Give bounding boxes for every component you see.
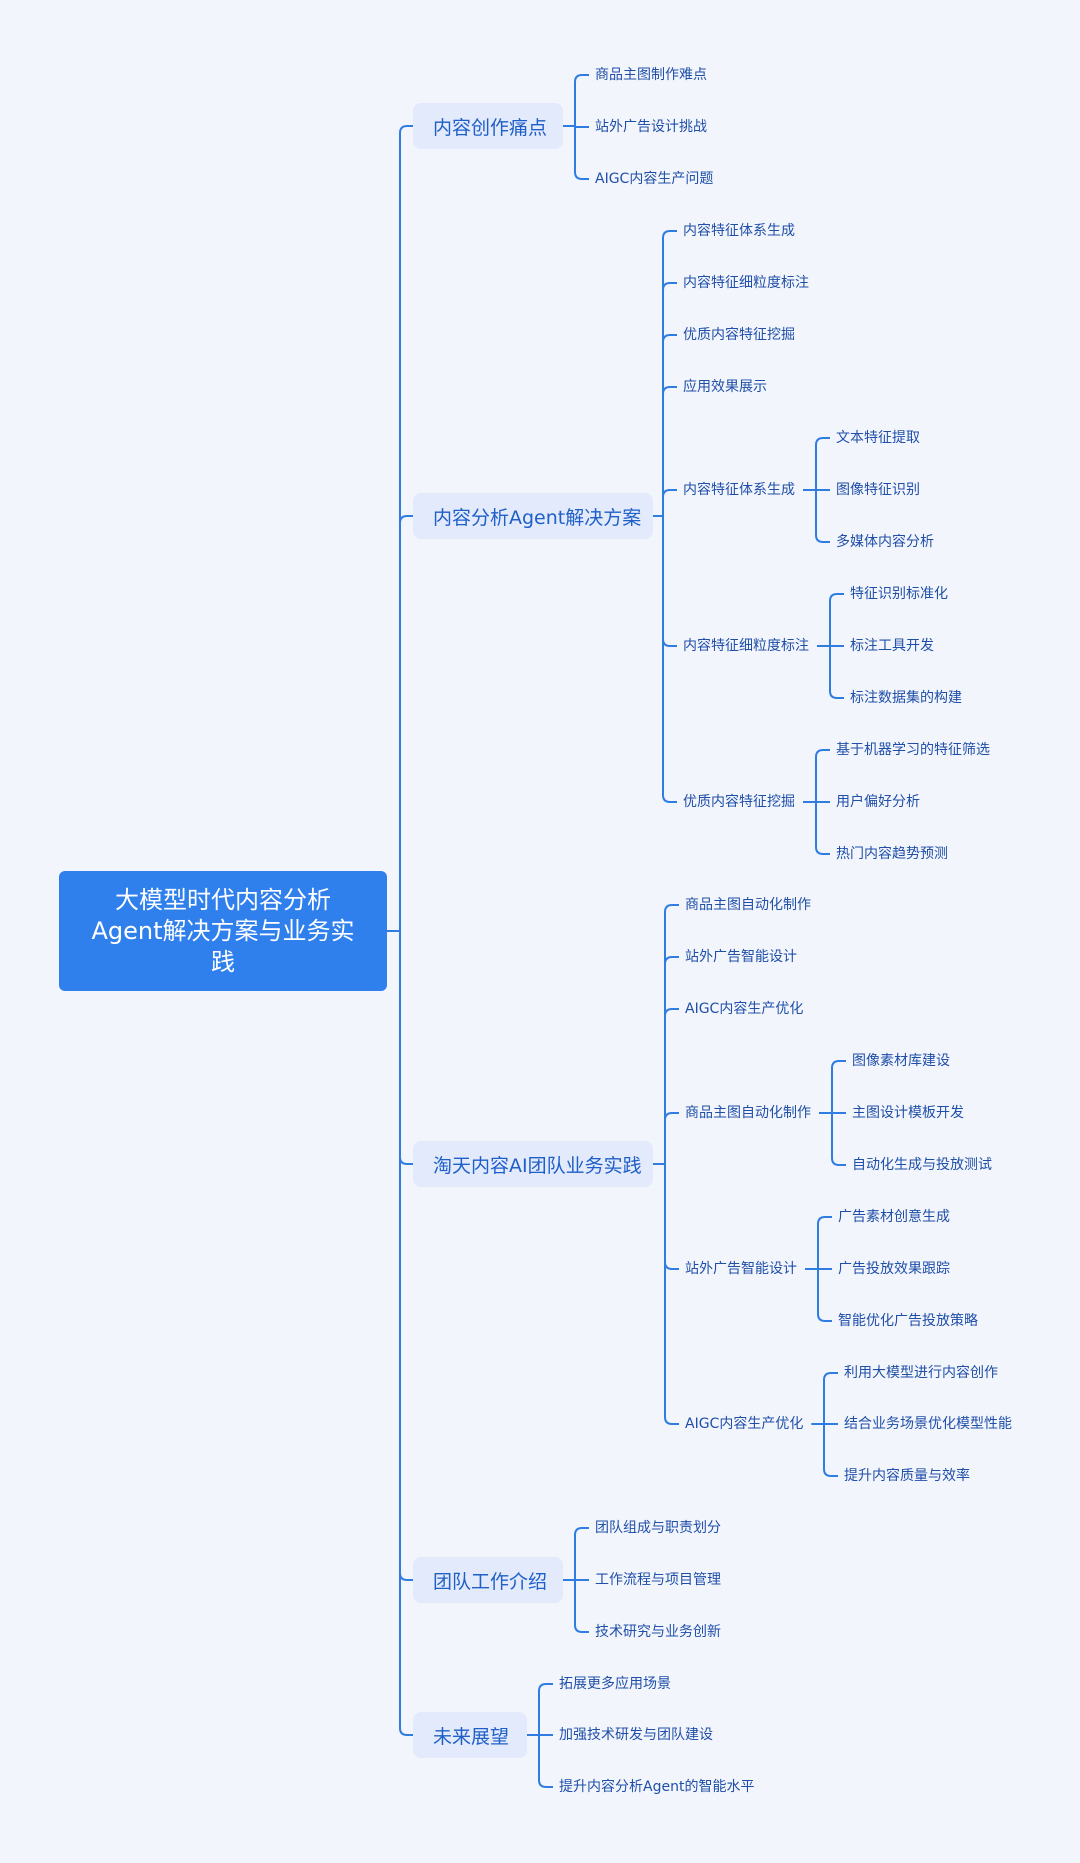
branch-connector-link xyxy=(662,516,677,803)
sub-branch-node[interactable]: 站外广告智能设计 xyxy=(685,1261,797,1277)
branch-connector-link xyxy=(662,282,677,516)
branch-connector-link xyxy=(664,1164,679,1270)
sub-branch-connector-link xyxy=(815,437,830,490)
leaf-node[interactable]: 标注数据集的构建 xyxy=(850,690,962,706)
leaf-node[interactable]: 工作流程与项目管理 xyxy=(595,1572,721,1588)
sub-branch-connector-link xyxy=(823,1372,838,1424)
sub-branch-node[interactable]: 内容特征细粒度标注 xyxy=(683,638,809,654)
sub-branch-node[interactable]: 内容特征细粒度标注 xyxy=(683,275,809,291)
sub-branch-node[interactable]: 商品主图自动化制作 xyxy=(685,897,811,913)
leaf-node[interactable]: 智能优化广告投放策略 xyxy=(838,1313,978,1329)
sub-branch-connector-link xyxy=(823,1424,838,1477)
leaf-node[interactable]: 拓展更多应用场景 xyxy=(559,1676,671,1692)
root-link xyxy=(399,931,413,1581)
leaf-node[interactable]: 图像特征识别 xyxy=(836,482,920,498)
branch-connector-link xyxy=(538,1735,553,1788)
sub-branch-node[interactable]: 内容特征体系生成 xyxy=(683,482,795,498)
sub-branch-connector-link xyxy=(829,646,844,699)
sub-branch-node[interactable]: 商品主图自动化制作 xyxy=(685,1105,811,1121)
sub-branch-connector-link xyxy=(815,749,830,802)
leaf-node[interactable]: 团队组成与职责划分 xyxy=(595,1520,721,1536)
leaf-node[interactable]: 基于机器学习的特征筛选 xyxy=(836,742,990,758)
leaf-node[interactable]: 热门内容趋势预测 xyxy=(836,846,948,862)
leaf-node[interactable]: 广告投放效果跟踪 xyxy=(838,1261,950,1277)
sub-branch-node[interactable]: AIGC内容生产优化 xyxy=(685,1001,804,1017)
sub-branch-node[interactable]: 站外广告智能设计 xyxy=(685,949,797,965)
branch-node[interactable]: 未来展望 xyxy=(413,1712,527,1758)
branch-connector-link xyxy=(574,74,589,126)
branch-connector-link xyxy=(664,904,679,1164)
sub-branch-connector-link xyxy=(831,1060,846,1113)
leaf-node[interactable]: 自动化生成与投放测试 xyxy=(852,1157,992,1173)
sub-branch-connector-link xyxy=(815,802,830,855)
leaf-node[interactable]: 提升内容分析Agent的智能水平 xyxy=(559,1779,755,1795)
sub-branch-connector-link xyxy=(831,1113,846,1166)
leaf-node[interactable]: 技术研究与业务创新 xyxy=(595,1624,721,1640)
branch-node[interactable]: 内容创作痛点 xyxy=(413,103,563,149)
root-link xyxy=(399,515,413,931)
leaf-node[interactable]: 结合业务场景优化模型性能 xyxy=(844,1416,1012,1432)
leaf-node[interactable]: 站外广告设计挑战 xyxy=(595,119,707,135)
branch-connector-link xyxy=(662,516,677,647)
branch-connector-link xyxy=(574,1580,589,1633)
leaf-node[interactable]: 商品主图制作难点 xyxy=(595,67,707,83)
branch-connector-link xyxy=(664,1008,679,1164)
leaf-node[interactable]: AIGC内容生产问题 xyxy=(595,171,714,187)
branch-connector-link xyxy=(662,334,677,516)
branch-connector-link xyxy=(664,956,679,1164)
sub-branch-node[interactable]: AIGC内容生产优化 xyxy=(685,1416,804,1432)
branch-connector-link xyxy=(662,230,677,516)
sub-branch-connector-link xyxy=(829,593,844,646)
sub-branch-node[interactable]: 内容特征体系生成 xyxy=(683,223,795,239)
sub-branch-connector-link xyxy=(817,1269,832,1322)
leaf-node[interactable]: 加强技术研发与团队建设 xyxy=(559,1727,713,1743)
leaf-node[interactable]: 用户偏好分析 xyxy=(836,794,920,810)
leaf-node[interactable]: 利用大模型进行内容创作 xyxy=(844,1365,998,1381)
sub-branch-connector-link xyxy=(817,1216,832,1269)
leaf-node[interactable]: 图像素材库建设 xyxy=(852,1053,950,1069)
root-node[interactable]: 大模型时代内容分析Agent解决方案与业务实践 xyxy=(59,871,387,991)
root-link xyxy=(399,931,413,1736)
leaf-node[interactable]: 提升内容质量与效率 xyxy=(844,1468,970,1484)
root-link xyxy=(399,931,413,1165)
sub-branch-node[interactable]: 优质内容特征挖掘 xyxy=(683,327,795,343)
sub-branch-node[interactable]: 应用效果展示 xyxy=(683,379,767,395)
sub-branch-node[interactable]: 优质内容特征挖掘 xyxy=(683,794,795,810)
leaf-node[interactable]: 特征识别标准化 xyxy=(850,586,948,602)
leaf-node[interactable]: 文本特征提取 xyxy=(836,430,920,446)
leaf-node[interactable]: 广告素材创意生成 xyxy=(838,1209,950,1225)
branch-connector-link xyxy=(664,1112,679,1164)
branch-connector-link xyxy=(662,386,677,516)
branch-node[interactable]: 内容分析Agent解决方案 xyxy=(413,493,653,539)
branch-node[interactable]: 团队工作介绍 xyxy=(413,1557,563,1603)
branch-connector-link xyxy=(662,489,677,516)
sub-branch-connector-link xyxy=(815,490,830,543)
branch-connector-link xyxy=(664,1164,679,1425)
leaf-node[interactable]: 多媒体内容分析 xyxy=(836,534,934,550)
leaf-node[interactable]: 主图设计模板开发 xyxy=(852,1105,964,1121)
branch-connector-link xyxy=(574,1527,589,1580)
branch-connector-link xyxy=(538,1683,553,1735)
branch-connector-link xyxy=(574,126,589,180)
leaf-node[interactable]: 标注工具开发 xyxy=(850,638,934,654)
root-link xyxy=(399,125,413,931)
branch-node[interactable]: 淘天内容AI团队业务实践 xyxy=(413,1141,653,1187)
